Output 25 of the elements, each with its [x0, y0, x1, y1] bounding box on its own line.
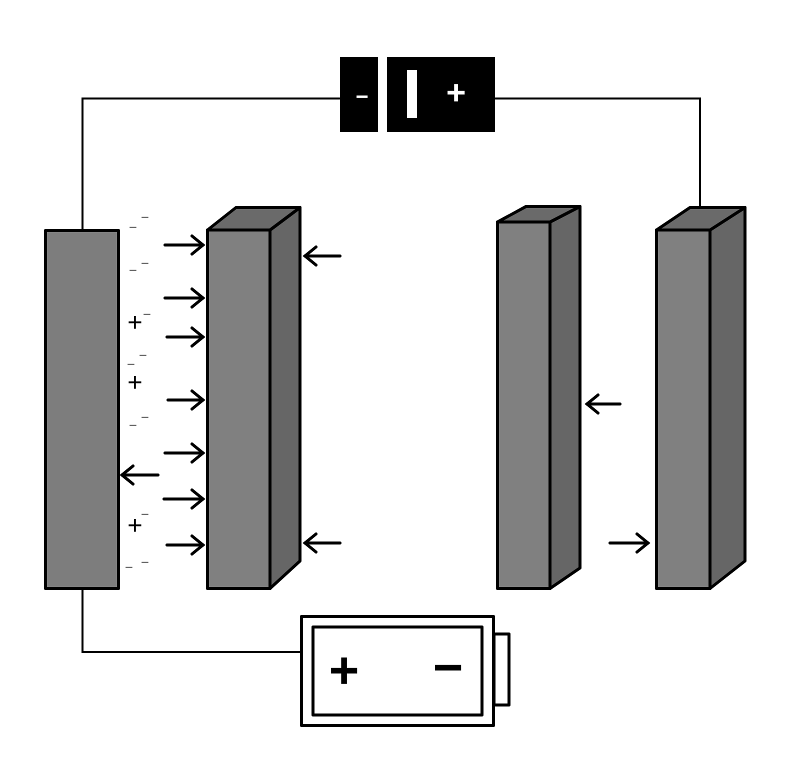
- charge-sign: −: [140, 555, 150, 569]
- charge-sign: −: [142, 307, 152, 321]
- electrode-plate: [655, 206, 745, 590]
- charge-sign: −: [140, 256, 150, 270]
- charge-sign: −: [138, 348, 148, 362]
- wire: [82, 590, 300, 653]
- wire: [495, 98, 701, 206]
- electrode-plate: [44, 229, 120, 590]
- charge-sign: −: [124, 560, 134, 574]
- charge-sign: −: [128, 220, 138, 234]
- charge-sign: +: [127, 309, 143, 335]
- charge-sign: −: [140, 210, 150, 224]
- charge-sign: +: [127, 512, 143, 538]
- polarity-sign: −: [356, 86, 368, 108]
- electrode-plate: [206, 206, 300, 590]
- battery-symbol: [340, 57, 495, 132]
- polarity-sign: +: [446, 76, 466, 110]
- wire: [82, 98, 340, 229]
- electrode-plate: [496, 205, 580, 590]
- charge-sign: +: [127, 369, 143, 395]
- charge-sign: −: [126, 357, 136, 371]
- charge-sign: −: [128, 263, 138, 277]
- charge-sign: −: [140, 507, 150, 521]
- charge-sign: −: [140, 410, 150, 424]
- charge-sign: −: [128, 418, 138, 432]
